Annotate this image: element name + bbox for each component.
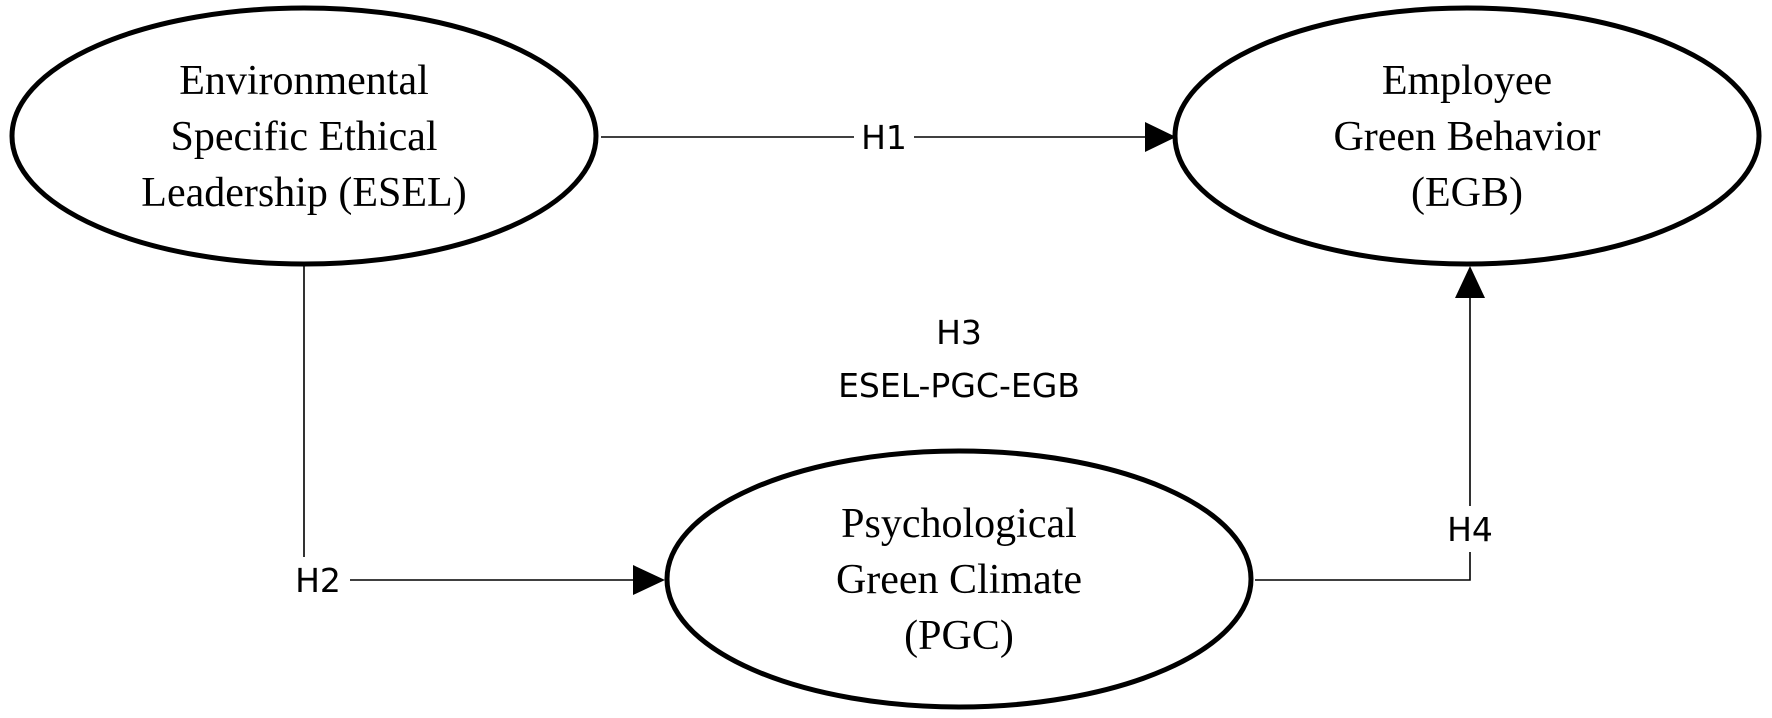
node-pgc-line-3: (PGC) (904, 613, 1014, 659)
node-egb-line-3: (EGB) (1411, 170, 1523, 216)
edge-h2: H2 (278, 265, 665, 603)
node-egb-line-2: Green Behavior (1333, 114, 1600, 160)
node-esel-ellipse (9, 5, 599, 267)
edge-h4-arrowhead (1455, 266, 1485, 298)
edge-h1-label: H1 (861, 118, 907, 157)
node-esel-line-1: Environmental (179, 58, 429, 104)
edge-h2-arrowhead (633, 565, 665, 595)
node-egb-line-1: Employee (1382, 58, 1552, 104)
edge-h4-line (1255, 295, 1471, 581)
mediation-path-label: ESEL-PGC-EGB (838, 366, 1080, 405)
node-esel-line-3: Leadership (ESEL) (141, 170, 466, 216)
node-pgc-ellipse (664, 448, 1254, 710)
edge-h4-label-bg (1436, 506, 1504, 552)
mediation-label: H3 ESEL-PGC-EGB (838, 313, 1080, 405)
mediation-hypothesis-label: H3 (936, 313, 982, 352)
edge-h2-line (303, 265, 636, 581)
edge-h1: H1 (601, 114, 1176, 160)
node-egb: Employee Green Behavior (EGB) (1172, 5, 1762, 267)
edge-h2-label: H2 (295, 561, 341, 600)
node-pgc: Psychological Green Climate (PGC) (664, 448, 1254, 710)
node-pgc-line-2: Green Climate (836, 557, 1082, 603)
edge-h1-label-bg (854, 114, 914, 160)
node-egb-ellipse (1172, 5, 1762, 267)
node-esel: Environmental Specific Ethical Leadershi… (9, 5, 599, 267)
edge-h1-arrowhead (1145, 122, 1176, 152)
node-esel-line-2: Specific Ethical (170, 114, 437, 160)
edge-h2-label-bg (278, 557, 350, 603)
edge-h4-label: H4 (1447, 510, 1493, 549)
edge-h4: H4 (1255, 266, 1504, 581)
node-pgc-line-1: Psychological (841, 501, 1077, 547)
